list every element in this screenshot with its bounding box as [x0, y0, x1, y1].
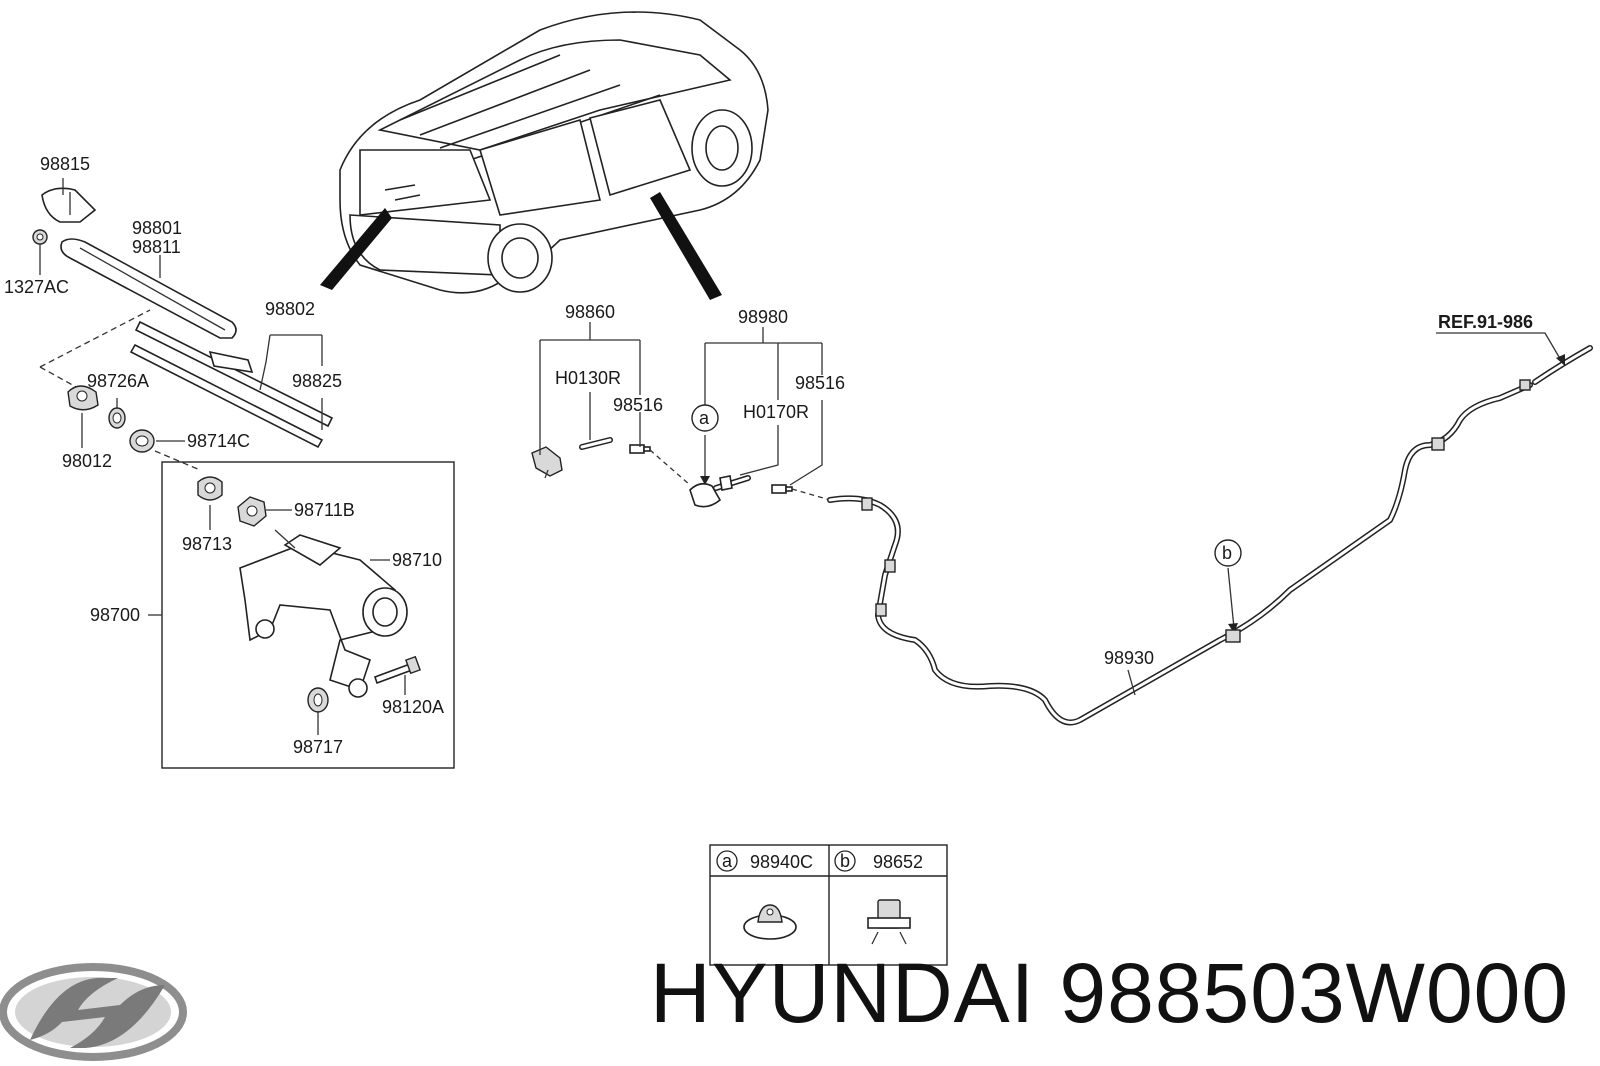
part-number-title: HYUNDAI 988503W000 — [650, 946, 1570, 1040]
label-98710: 98710 — [392, 550, 442, 570]
connector-98516-left — [629, 444, 651, 454]
label-98980: 98980 — [738, 307, 788, 327]
legend-a-letter: a — [722, 851, 733, 871]
label-98713: 98713 — [182, 534, 232, 554]
washer-hose-98930 — [827, 345, 1593, 726]
label-98516-left: 98516 — [613, 395, 663, 415]
label-98516-right: 98516 — [795, 373, 845, 393]
label-H0130R: H0130R — [555, 368, 621, 388]
label-98801: 98801 — [132, 218, 182, 238]
legend-b-letter: b — [840, 851, 850, 871]
nut-98711B — [237, 496, 267, 527]
label-98726A: 98726A — [87, 371, 149, 391]
legend-b-part: 98652 — [873, 852, 923, 872]
label-98700: 98700 — [90, 605, 140, 625]
label-98811: 98811 — [132, 237, 181, 257]
callout-b-circle — [1214, 539, 1242, 567]
label-H0170R: H0170R — [743, 402, 809, 422]
wiper-blade-98802 — [129, 320, 334, 449]
connector-98516-right — [771, 484, 793, 494]
pointer-side — [650, 192, 722, 300]
label-98860: 98860 — [565, 302, 615, 322]
callout-a-circle — [691, 404, 719, 432]
nozzle-98980 — [689, 475, 751, 508]
label-98711B: 98711B — [294, 500, 355, 520]
clip-b-on-hose — [1225, 629, 1241, 643]
wiper-cover-98815 — [41, 187, 97, 223]
hyundai-logo — [0, 963, 187, 1061]
hose-H0130R — [579, 437, 613, 450]
label-98825: 98825 — [292, 371, 342, 391]
label-98714C: 98714C — [187, 431, 250, 451]
label-98802: 98802 — [265, 299, 315, 319]
vehicle-illustration — [339, 11, 769, 294]
wiper-motor-98710 — [239, 529, 408, 698]
callout-a-text: a — [699, 408, 710, 428]
label-1327AC: 1327AC — [4, 277, 69, 297]
label-ref-91-986: REF.91-986 — [1438, 312, 1533, 332]
bolt-98120A — [373, 655, 421, 685]
callout-b-text: b — [1222, 543, 1232, 563]
pointer-rear — [320, 208, 392, 290]
grommet-98713 — [197, 476, 223, 501]
nozzle-98860 — [531, 446, 563, 479]
clip-98940C-illustration — [743, 904, 797, 940]
clip-98652-illustration — [867, 899, 911, 945]
washer-98726A — [108, 407, 126, 429]
legend-table — [709, 844, 948, 966]
label-98815: 98815 — [40, 154, 90, 174]
label-98930: 98930 — [1104, 648, 1154, 668]
legend-a-part: 98940C — [750, 852, 813, 872]
wiper-arm-98801 — [60, 238, 237, 339]
grommet-98717 — [307, 687, 329, 713]
bushing-98714C — [129, 429, 155, 453]
label-98120A: 98120A — [382, 697, 444, 717]
label-98012: 98012 — [62, 451, 112, 471]
nut-1327AC — [32, 229, 48, 245]
cap-98012 — [67, 385, 99, 411]
label-98717: 98717 — [293, 737, 343, 757]
